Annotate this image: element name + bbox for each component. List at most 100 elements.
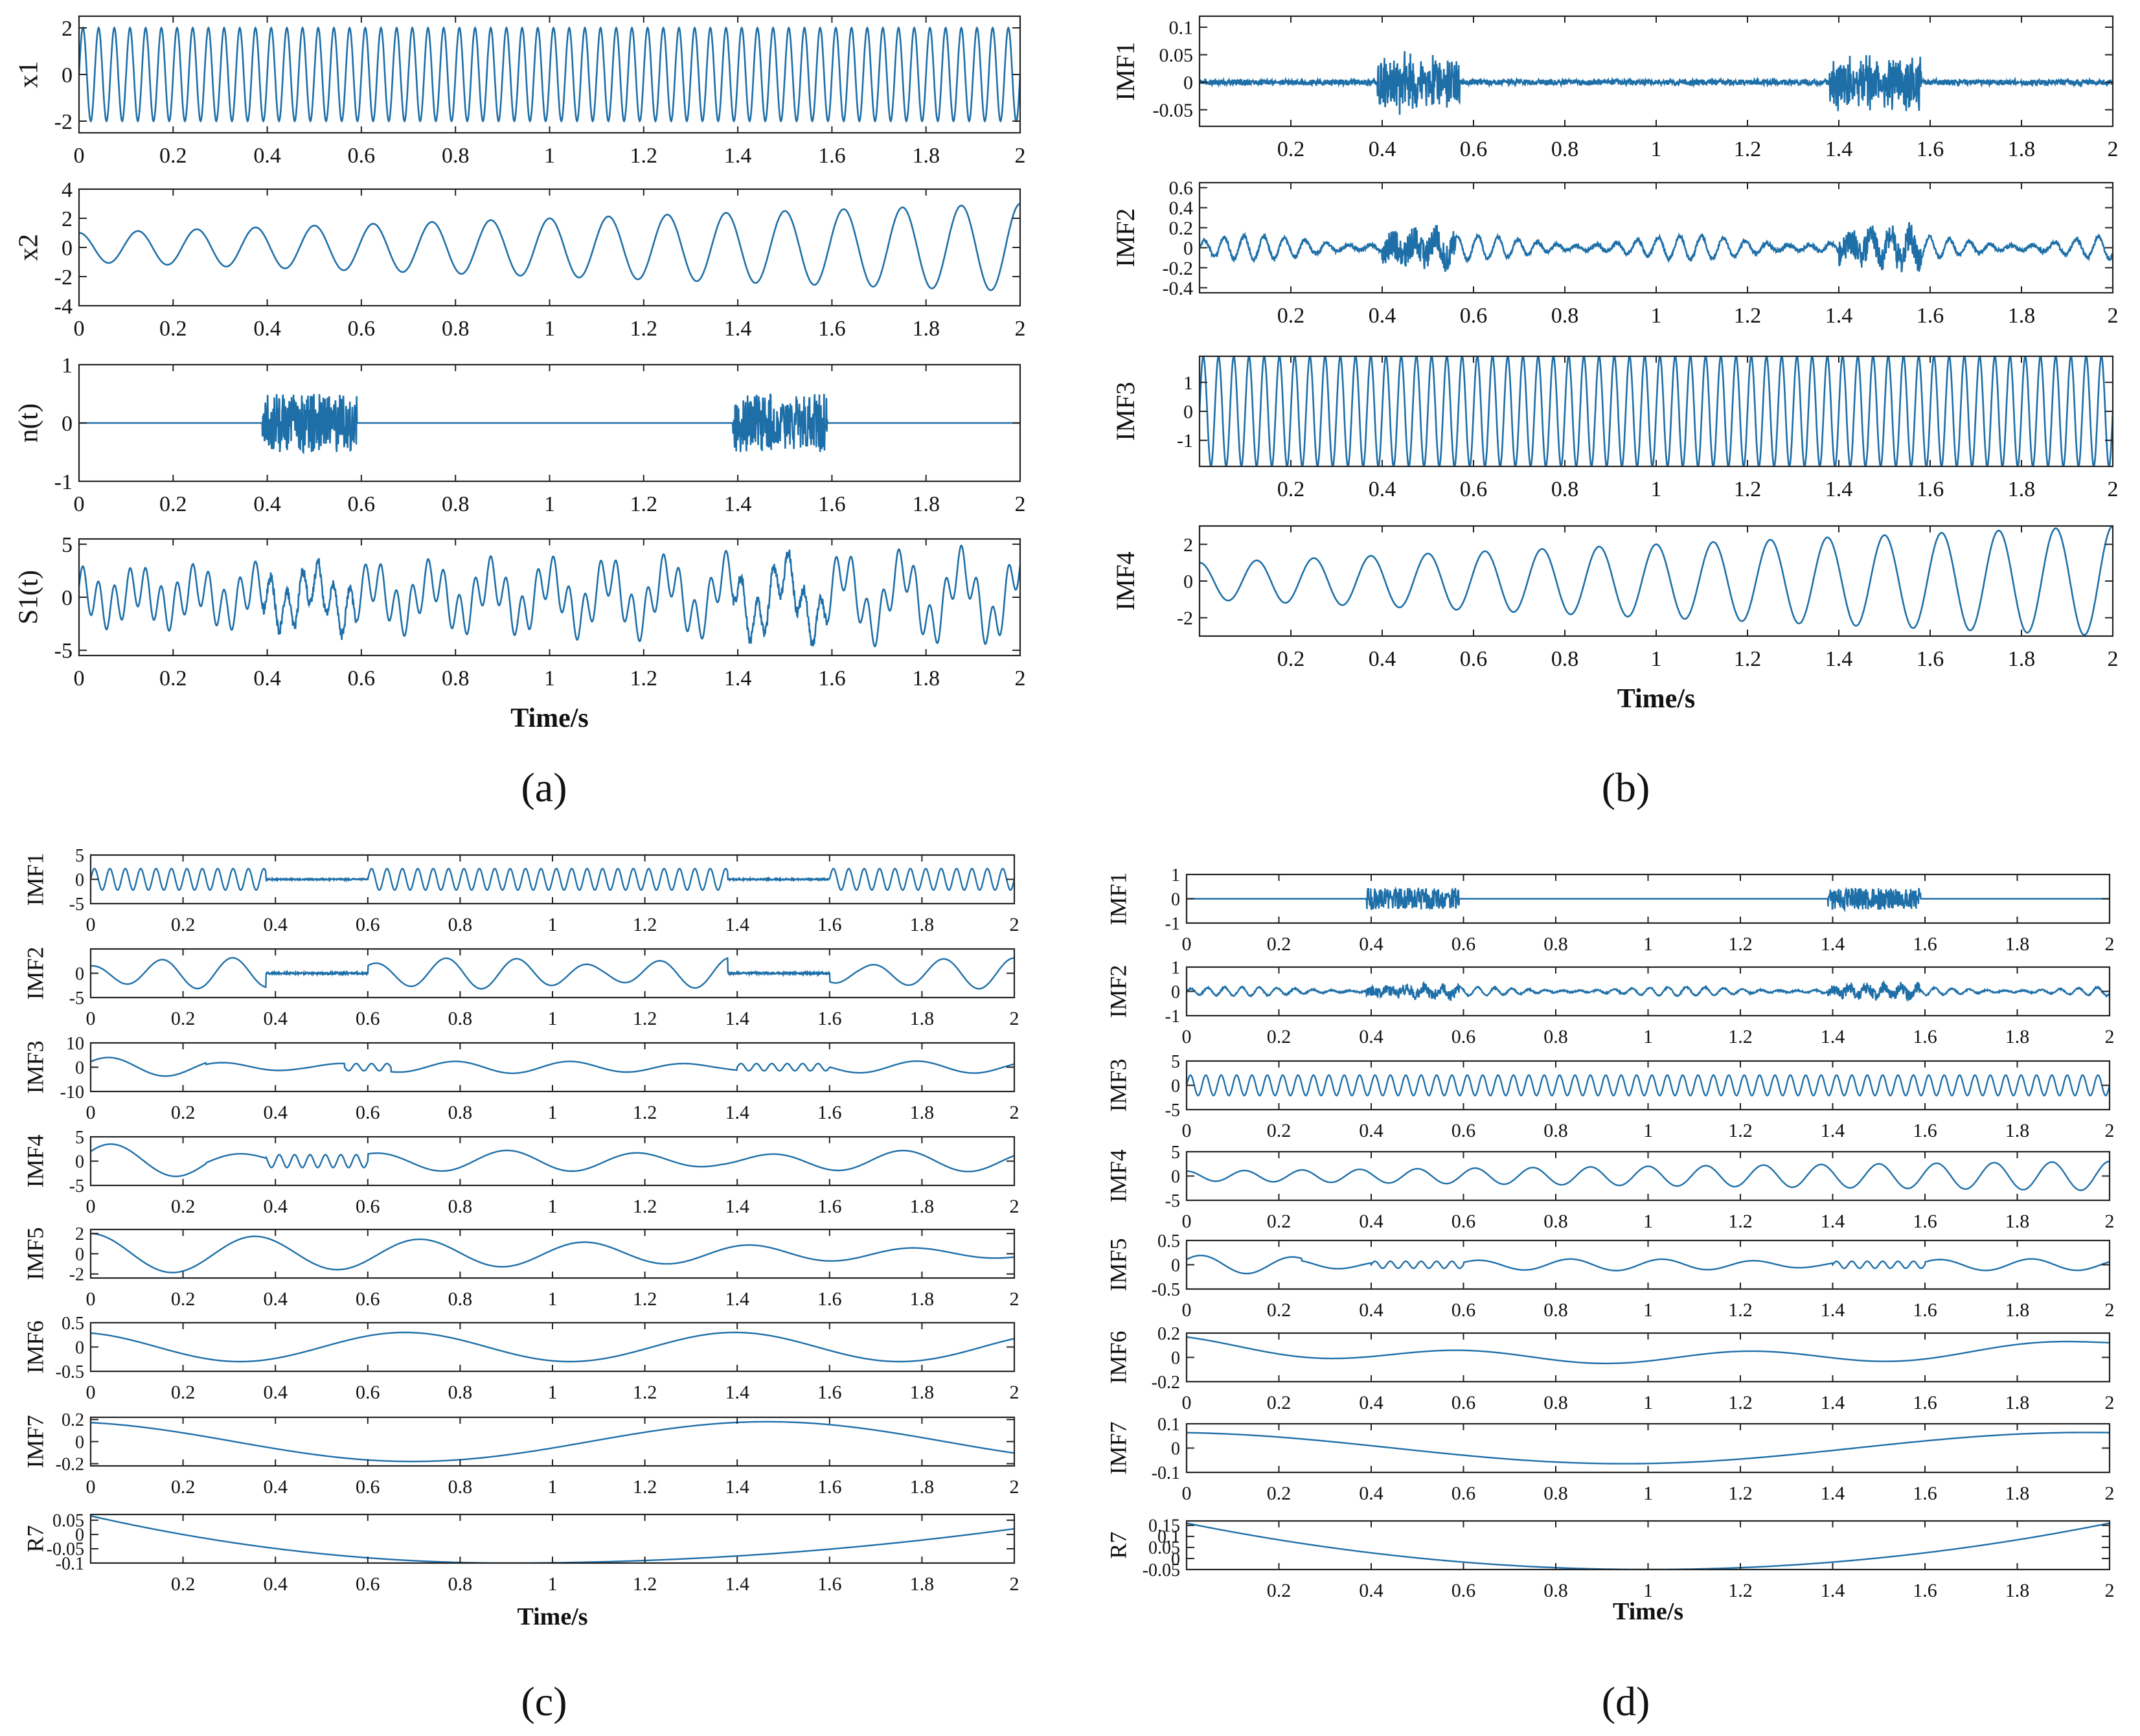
panel-label-a: (a): [521, 764, 567, 810]
axes-frame: [89, 1136, 1016, 1187]
y-tick-label: 2: [62, 17, 73, 41]
y-tick-label: 0: [62, 586, 73, 610]
axes-frame: [89, 1321, 1016, 1373]
x-tick-label: 0.2: [1267, 1299, 1292, 1321]
x-tick-label: 1.4: [725, 1573, 749, 1595]
y-tick-label: -0.4: [1163, 278, 1194, 299]
series-line: [1200, 356, 2113, 466]
x-tick-label: 1.2: [1728, 1211, 1753, 1232]
x-tick-label: 1.8: [2005, 1211, 2030, 1232]
x-tick-label: 1.4: [1825, 477, 1853, 501]
x-tick-label: 1.4: [725, 1382, 749, 1403]
series-line: [79, 544, 1020, 648]
x-tick-label: 1.4: [725, 1288, 749, 1310]
x-tick-label: 0.4: [253, 492, 281, 516]
y-tick-label: 0.5: [62, 1314, 84, 1334]
x-tick-label: 1.6: [817, 1102, 842, 1123]
x-tick-label: 1.6: [1917, 304, 1944, 328]
x-tick-label: 1.8: [912, 317, 940, 341]
y-axis-label: IMF7: [22, 1415, 48, 1468]
y-tick-label: 0.15: [1148, 1516, 1180, 1536]
x-tick-label: 0.2: [1277, 647, 1305, 671]
y-tick-label: 1: [1183, 372, 1193, 394]
axes-frame: [89, 1042, 1016, 1093]
x-tick-label: 1.8: [2008, 477, 2036, 501]
series-line: [91, 1056, 1014, 1077]
x-tick-label: 1.2: [630, 667, 658, 691]
y-tick-label: -2: [69, 1265, 84, 1285]
y-tick-label: 0: [75, 1152, 84, 1172]
x-tick-label: 0.6: [348, 317, 376, 341]
x-tick-label: 0.4: [1359, 1580, 1383, 1601]
y-tick-label: -2: [54, 266, 73, 290]
x-tick-label: 0.6: [348, 492, 376, 516]
y-tick-label: -1: [54, 470, 73, 494]
series-line: [91, 1421, 1014, 1463]
x-tick-label: 0: [86, 1196, 96, 1217]
x-tick-label: 1.8: [912, 144, 940, 168]
x-tick-label: 1.8: [910, 1288, 935, 1310]
x-tick-label: 0.2: [171, 1102, 196, 1123]
y-tick-label: 0.4: [1169, 198, 1194, 219]
x-tick-label: 1.2: [633, 1288, 657, 1310]
x-tick-label: 0: [86, 914, 96, 935]
x-tick-label: 1.2: [633, 1382, 657, 1403]
y-axis-label: S1(t): [14, 570, 44, 624]
x-tick-label: 0.8: [448, 1288, 473, 1310]
x-tick-label: 1: [544, 492, 555, 516]
axes-frame: [78, 538, 1021, 657]
x-tick-label: 0.4: [263, 914, 288, 935]
x-tick-label: 1.6: [817, 1288, 842, 1310]
x-tick-label: 1.4: [1821, 1580, 1845, 1601]
x-tick-label: 1.8: [2005, 1483, 2030, 1504]
y-tick-label: 2: [62, 207, 73, 231]
series-line: [79, 393, 1020, 455]
x-tick-label: 1.2: [1734, 647, 1762, 671]
series-line: [1187, 1432, 2110, 1465]
y-tick-label: -2: [1177, 608, 1193, 629]
x-tick-label: 1.6: [1917, 647, 1944, 671]
x-tick-label: 1.6: [1913, 1299, 1937, 1321]
x-tick-label: 0.4: [253, 667, 281, 691]
y-tick-label: 0: [62, 412, 73, 436]
x-tick-label: 1.2: [630, 317, 658, 341]
y-tick-label: 0: [1183, 571, 1193, 593]
x-tick-label: 0.2: [171, 914, 196, 935]
x-tick-label: 0.8: [1551, 137, 1579, 161]
x-tick-label: 2: [2105, 1483, 2115, 1504]
x-tick-label: 0.2: [1277, 304, 1305, 328]
x-tick-label: 1.6: [1913, 1483, 1937, 1504]
x-tick-label: 1: [1643, 933, 1653, 955]
x-tick-label: 0.8: [448, 1008, 473, 1029]
y-tick-label: 0: [1171, 1549, 1180, 1570]
x-tick-label: 0.4: [1359, 933, 1383, 955]
x-tick-label: 1: [548, 1288, 558, 1310]
x-tick-label: 0.4: [1359, 1299, 1383, 1321]
x-tick-label: 1.2: [633, 1476, 657, 1498]
y-tick-label: -1: [1165, 1007, 1180, 1027]
y-axis-label: IMF4: [1111, 551, 1140, 610]
y-axis-label: x1: [14, 61, 44, 88]
x-tick-label: 0.2: [171, 1382, 196, 1403]
x-tick-label: 0.8: [448, 1476, 473, 1498]
x-tick-label: 0: [1182, 1120, 1192, 1141]
x-tick-label: 0.4: [263, 1102, 288, 1123]
series-line: [91, 1515, 1014, 1563]
x-tick-label: 0.8: [442, 492, 470, 516]
x-tick-label: 2: [2105, 1120, 2115, 1141]
series-line: [1200, 51, 2113, 115]
x-axis-label: Time/s: [1617, 684, 1696, 714]
x-tick-label: 1.8: [2005, 1392, 2030, 1413]
x-tick-label: 0.4: [263, 1288, 288, 1310]
